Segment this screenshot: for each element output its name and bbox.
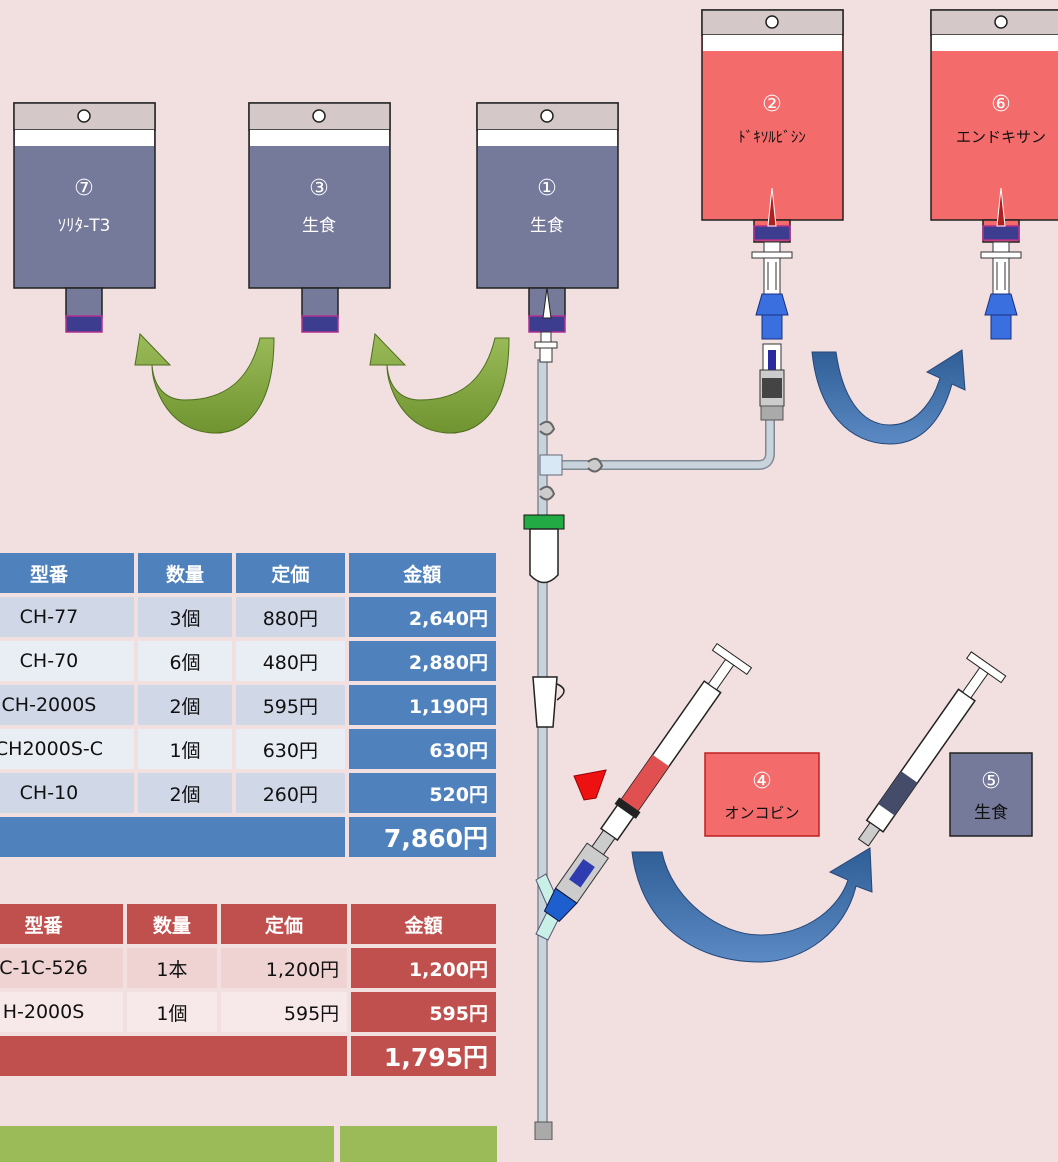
- table-row: H-2000S 1個 595円 595円: [0, 992, 496, 1032]
- cell-amount: 595円: [351, 992, 496, 1032]
- cell-amount: 2,640円: [348, 597, 496, 637]
- cell-price: 595円: [236, 685, 345, 725]
- cell-price: 880円: [236, 597, 345, 637]
- header-price: 定価: [220, 904, 348, 944]
- bag-7-number: ⑦: [74, 176, 94, 201]
- header-amount: 金額: [348, 553, 496, 593]
- cell-model: CH-70: [0, 641, 134, 681]
- bag-6-label: エンドキサン: [956, 128, 1046, 146]
- table-row: CH-10 2個 260円 520円: [0, 773, 496, 813]
- bag-7-label: ｿﾘﾀ-T3: [58, 216, 111, 236]
- parts-table-red: 型番 数量 定価 金額 C-1C-526 1本 1,200円 1,200円 H-…: [0, 900, 500, 1080]
- cell-model: CH-10: [0, 773, 134, 813]
- bag-1-number: ①: [537, 176, 557, 201]
- cell-amount: 1,190円: [348, 685, 496, 725]
- bag-3-number: ③: [309, 176, 329, 201]
- box-4: [704, 752, 820, 837]
- table-row: C-1C-526 1本 1,200円 1,200円: [0, 948, 496, 988]
- cell-price: 260円: [236, 773, 345, 813]
- bag-2-label: ﾄﾞｷｿﾙﾋﾞｼﾝ: [738, 128, 806, 146]
- total-fill: [0, 1036, 348, 1076]
- bag-3-label: 生食: [302, 216, 336, 236]
- cell-amount: 520円: [348, 773, 496, 813]
- cell-qty: 6個: [137, 641, 233, 681]
- green-arrow-left: [134, 332, 275, 434]
- header-model: 型番: [0, 904, 124, 944]
- syringe-right: [857, 651, 1007, 847]
- cell-model: CH-77: [0, 597, 134, 637]
- cell-amount: 1,200円: [351, 948, 496, 988]
- bag-7: [13, 102, 156, 333]
- cell-price: 595円: [220, 992, 348, 1032]
- green-table-header-cell: [340, 1126, 497, 1162]
- bag-1-label: 生食: [530, 216, 564, 236]
- cell-model: CH2000S-C: [0, 729, 134, 769]
- bag-6: [930, 9, 1058, 340]
- red-cap: [573, 769, 607, 801]
- total-fill: [0, 817, 345, 857]
- box-5: [949, 752, 1033, 837]
- total-row: 1,795円: [0, 1036, 496, 1076]
- box-4-label: オンコビン: [724, 804, 799, 822]
- box-5-label: 生食: [974, 803, 1008, 823]
- box-4-number: ④: [752, 769, 772, 794]
- cell-amount: 630円: [348, 729, 496, 769]
- table-row: CH2000S-C 1個 630円 630円: [0, 729, 496, 769]
- cell-qty: 1個: [127, 992, 217, 1032]
- bag-3: [248, 102, 391, 333]
- header-model: 型番: [0, 553, 134, 593]
- main-tube: [537, 359, 775, 1140]
- syringe-left: [543, 642, 753, 923]
- cell-qty: 3個: [137, 597, 233, 637]
- header-price: 定価: [236, 553, 345, 593]
- header-qty: 数量: [127, 904, 217, 944]
- total-row: 7,860円: [0, 817, 496, 857]
- header-amount: 金額: [351, 904, 496, 944]
- cell-qty: 2個: [137, 685, 233, 725]
- blue-arrow-top: [811, 349, 966, 445]
- bag-1: [476, 102, 619, 363]
- table-row: CH-77 3個 880円 2,640円: [0, 597, 496, 637]
- table-row: CH-70 6個 480円 2,880円: [0, 641, 496, 681]
- cell-qty: 2個: [137, 773, 233, 813]
- cell-price: 480円: [236, 641, 345, 681]
- bag-2-number: ②: [762, 92, 782, 117]
- bag-6-number: ⑥: [991, 92, 1011, 117]
- cell-model: H-2000S: [0, 992, 124, 1032]
- table-row: CH-2000S 2個 595円 1,190円: [0, 685, 496, 725]
- cell-qty: 1本: [127, 948, 217, 988]
- box-5-number: ⑤: [981, 769, 1001, 794]
- green-table-header: [0, 1126, 334, 1162]
- green-arrow-right: [369, 332, 510, 434]
- cell-price: 1,200円: [220, 948, 348, 988]
- total-amount: 1,795円: [351, 1036, 496, 1076]
- roller-clamps: [539, 420, 604, 501]
- header-qty: 数量: [137, 553, 233, 593]
- blue-arrow-bottom: [631, 847, 873, 963]
- parts-table-blue: 型番 数量 定価 金額 CH-77 3個 880円 2,640円 CH-70 6…: [0, 549, 500, 861]
- cell-model: CH-2000S: [0, 685, 134, 725]
- bag-2: [701, 9, 844, 421]
- cell-amount: 2,880円: [348, 641, 496, 681]
- cell-model: C-1C-526: [0, 948, 124, 988]
- total-amount: 7,860円: [348, 817, 496, 857]
- drip-chamber: [523, 514, 565, 728]
- cell-qty: 1個: [137, 729, 233, 769]
- cell-price: 630円: [236, 729, 345, 769]
